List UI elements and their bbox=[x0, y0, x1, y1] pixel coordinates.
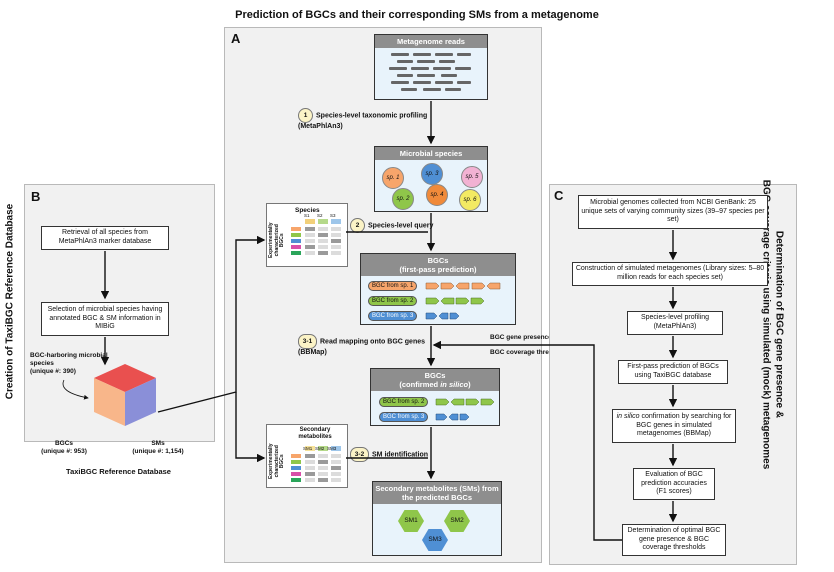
sm3-hexagon: SM3 bbox=[422, 529, 448, 551]
b-db-label: TaxiBGC Reference Database bbox=[66, 467, 171, 476]
confirmed-sub-em: in silico bbox=[440, 380, 469, 389]
b-harboring-label: BGC-harboring microbial species (unique … bbox=[30, 352, 110, 375]
b-box-selection: Selection of microbial species having an… bbox=[41, 302, 169, 336]
sec-card-title: Secondary metabolites bbox=[298, 427, 332, 440]
step-1-text: Species-level taxonomic profiling (MetaP… bbox=[298, 112, 428, 130]
panel-a-letter: A bbox=[231, 31, 241, 46]
first-pass-gene-arrows bbox=[425, 282, 501, 320]
species-sp4: sp. 4 bbox=[426, 184, 448, 206]
b-sms-count: (unique #: 1,154) bbox=[132, 447, 184, 455]
figure-title: Prediction of BGCs and their correspondi… bbox=[235, 9, 599, 21]
first-pass-bgcs-subtitle: (first-pass prediction) bbox=[399, 265, 477, 274]
b-bgcs-text: BGCs bbox=[54, 440, 74, 447]
threshold-coverage: BGC coverage threshold: ≥ 10% bbox=[490, 349, 589, 356]
sm2-hexagon: SM2 bbox=[444, 510, 470, 532]
b-sms-label: SMs (unique #: 1,154) bbox=[118, 440, 198, 456]
sm-col-1: SM1 bbox=[303, 446, 313, 451]
panel-c-letter: C bbox=[554, 188, 564, 203]
bgc-sp2-tag: BGC from sp. 2 bbox=[368, 296, 418, 306]
species-sp2: sp. 2 bbox=[392, 188, 414, 210]
sm-col-3: SM3 bbox=[327, 446, 337, 451]
sp-col-1: S1 bbox=[304, 213, 310, 218]
b-box-retrieval: Retrieval of all species from MetaPhlAn3… bbox=[41, 226, 169, 250]
c-box-evaluation: Evaluation of BGC prediction accuracies … bbox=[633, 468, 715, 500]
b-harboring-text: BGC-harboring microbial species bbox=[30, 352, 108, 367]
confirmed-bgcs-subtitle: (confirmed in silico) bbox=[372, 380, 498, 389]
step-2-text: Species-level query bbox=[368, 222, 434, 230]
sec-card-table bbox=[291, 446, 341, 482]
b-harboring-count: (unique #: 390) bbox=[30, 367, 76, 375]
c5-rest: confirmation by searching for BGC genes … bbox=[636, 412, 732, 438]
step-2-badge: 2 bbox=[350, 218, 365, 233]
species-card-table bbox=[291, 219, 341, 255]
b-bgcs-label: BGCs (unique #: 953) bbox=[34, 440, 94, 456]
c-box-in-silico: in silico confirmation by searching for … bbox=[612, 409, 736, 443]
confirmed-bgc-sp3-tag: BGC from sp. 3 bbox=[379, 412, 429, 422]
reads-illustration bbox=[389, 53, 471, 91]
c-box-genomes: Microbial genomes collected from NCBI Ge… bbox=[578, 195, 768, 229]
c-box-in-silico-text: in silico confirmation by searching for … bbox=[615, 413, 733, 439]
c5-em: in silico bbox=[616, 412, 640, 420]
bgc-sp1-tag: BGC from sp. 1 bbox=[368, 281, 418, 291]
species-sp6: sp. 6 bbox=[459, 189, 481, 211]
confirmed-sub-post: ) bbox=[468, 380, 471, 389]
first-pass-bgcs-header: BGCs (first-pass prediction) bbox=[361, 254, 515, 276]
b-sms-text: SMs bbox=[151, 440, 165, 447]
confirmed-bgcs-title: BGCs bbox=[424, 371, 446, 380]
first-pass-bgcs-title: BGCs bbox=[427, 256, 449, 265]
panel-b-letter: B bbox=[31, 189, 41, 204]
confirmed-sub-pre: (confirmed bbox=[399, 380, 441, 389]
step-3-1-text: Read mapping onto BGC genes (BBMap) bbox=[298, 338, 426, 356]
sm1-hexagon: SM1 bbox=[398, 510, 424, 532]
species-sp1: sp. 1 bbox=[382, 167, 404, 189]
confirmed-bgcs-header: BGCs (confirmed in silico) bbox=[371, 369, 499, 391]
species-card: Species Experimentally characterized BGC… bbox=[266, 203, 348, 267]
metagenome-reads-title: Metagenome reads bbox=[375, 35, 487, 48]
b-bgcs-count: (unique #: 953) bbox=[41, 447, 87, 455]
threshold-gene-presence: BGC gene presence threshold: ≥ 5% bbox=[490, 334, 602, 341]
step-3-2-text: SM identification bbox=[372, 451, 428, 459]
sm-col-2: SM2 bbox=[315, 446, 325, 451]
reference-db-cube bbox=[94, 364, 156, 426]
confirmed-gene-arrows bbox=[435, 398, 495, 421]
species-card-title: Species bbox=[295, 207, 320, 214]
c-box-simulated: Construction of simulated metagenomes (L… bbox=[572, 262, 768, 286]
bgc-sp3-tag: BGC from sp. 3 bbox=[368, 311, 418, 321]
microbial-species-title: Microbial species bbox=[375, 147, 487, 160]
sp-col-2: S2 bbox=[317, 213, 323, 218]
species-sp5: sp. 5 bbox=[461, 166, 483, 188]
metagenome-reads-box: Metagenome reads bbox=[374, 34, 488, 100]
confirmed-bgc-sp2-tag: BGC from sp. 2 bbox=[379, 397, 429, 407]
c-box-optimal: Determination of optimal BGC gene presen… bbox=[622, 524, 726, 556]
sp-col-3: S3 bbox=[330, 213, 336, 218]
sm-box-title: Secondary metabolites (SMs) from the pre… bbox=[373, 482, 501, 504]
c-box-profiling: Species-level profiling (MetaPhlAn3) bbox=[627, 311, 723, 335]
c-box-first-pass: First-pass prediction of BGCs using Taxi… bbox=[618, 360, 728, 384]
secondary-metabolites-card: Secondary metabolites Experimentally cha… bbox=[266, 424, 348, 488]
